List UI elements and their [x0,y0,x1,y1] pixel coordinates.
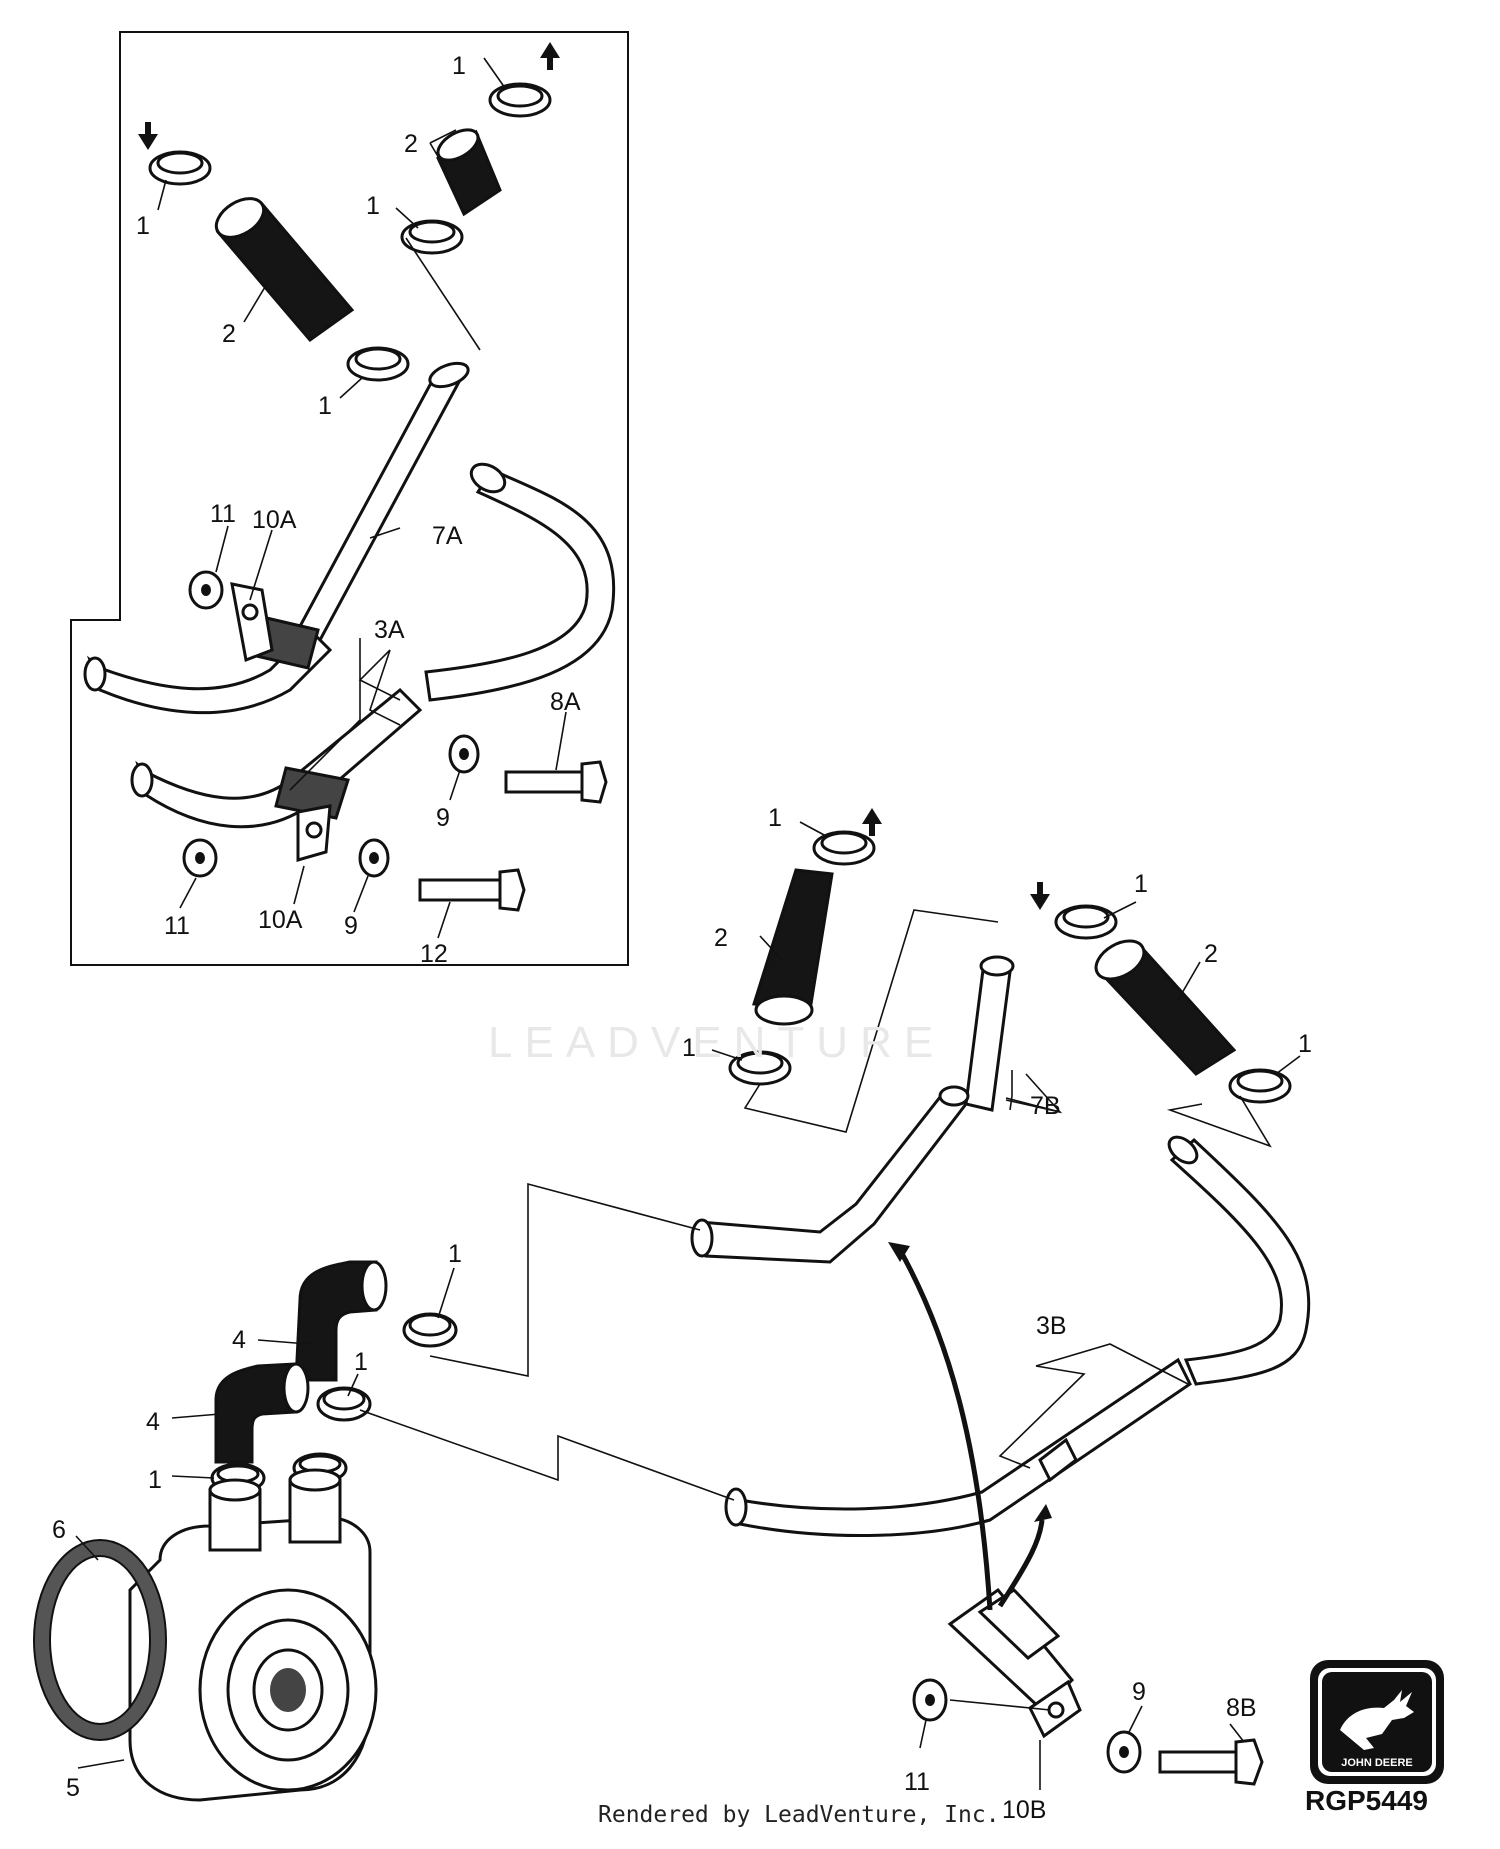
bolt-12 [418,868,526,912]
flow-arrow-icon [1030,882,1050,910]
credit-line: Rendered by LeadVenture, Inc. [598,1802,1000,1828]
callout-9: 9 [436,804,450,832]
flow-arrow-icon [138,122,158,150]
bracket-10b [947,1587,1082,1739]
callout-9: 9 [344,912,358,940]
callout-10a: 10A [258,906,303,934]
callout-10a: 10A [252,506,297,534]
callout-1: 1 [682,1034,696,1062]
callout-4: 4 [146,1408,160,1436]
john-deere-logo: JOHN DEERE [1310,1660,1444,1784]
hose-sleeve [436,128,502,217]
hose [752,868,834,1026]
callout-8a: 8A [550,688,581,716]
callout-3b: 3B [1036,1312,1067,1340]
hose [1094,939,1237,1076]
callout-7b: 7B [1030,1092,1061,1120]
tube-3b-joint [1038,1437,1078,1483]
callout-2: 2 [222,320,236,348]
hose-clamp [402,1312,458,1348]
callout-11: 11 [210,500,236,528]
svg-text:JOHN DEERE: JOHN DEERE [1341,1757,1413,1769]
callout-4: 4 [232,1326,246,1354]
hose-clamp [316,1386,372,1422]
callout-2: 2 [1204,940,1218,968]
callout-11: 11 [904,1768,930,1796]
hose-clamp [1054,904,1118,940]
callout-2: 2 [714,924,728,952]
tube-3b [1169,1137,1311,1386]
gasket-6 [33,1539,167,1741]
callout-2: 2 [404,130,418,158]
tube-3a-left-upper [86,627,333,715]
hose-clamp [1228,1068,1292,1104]
tube-7b [698,1090,969,1264]
elbow-hose [294,1260,388,1382]
assembly-arrow [997,1519,1045,1608]
spacer-11 [188,570,224,610]
callout-7a: 7A [432,522,463,550]
spacer-11 [182,838,218,878]
washer-9 [358,838,390,878]
watermark: LEADVENTURE [488,1018,946,1067]
callout-6: 6 [52,1516,66,1544]
flow-arrow-icon [540,42,560,70]
oil-cooler [128,1468,378,1802]
hose-clamp [812,830,876,866]
hose-clamp [148,150,212,186]
callout-1: 1 [1298,1030,1312,1058]
callout-1: 1 [1134,870,1148,898]
callout-1: 1 [318,392,332,420]
washer-9 [448,734,480,774]
callout-1: 1 [148,1466,162,1494]
tube-3b [730,1357,1192,1537]
callout-8b: 8B [1226,1694,1257,1722]
callout-1: 1 [448,1240,462,1268]
hose-clamp [400,219,464,255]
hose-clamp [728,1050,792,1086]
callout-1: 1 [366,192,380,220]
tube-3a-upper [424,468,616,702]
callout-11: 11 [164,912,190,940]
callout-12: 12 [420,940,448,968]
figure-id: RGP5449 [1305,1785,1428,1816]
tube-7b [964,959,1012,1112]
washer-9 [1106,1730,1142,1774]
callout-1: 1 [136,212,150,240]
callout-3a: 3A [374,616,405,644]
callout-1: 1 [768,804,782,832]
inset-frame [70,31,629,966]
elbow-hose [214,1362,310,1464]
hose [214,197,355,343]
bracket-10a [230,582,274,663]
callout-10b: 10B [1002,1796,1046,1824]
callout-9: 9 [1132,1678,1146,1706]
callout-1: 1 [354,1348,368,1376]
callout-5: 5 [66,1774,80,1802]
bolt-8b [1158,1738,1264,1786]
deer-icon [1340,1690,1414,1750]
callout-1: 1 [452,52,466,80]
bolt-8a [504,760,608,804]
hose-clamp [488,82,552,118]
hose-clamp [346,346,410,382]
spacer-11 [912,1678,948,1722]
flow-arrow-icon [862,808,882,836]
assembly-arrow [897,1248,993,1611]
